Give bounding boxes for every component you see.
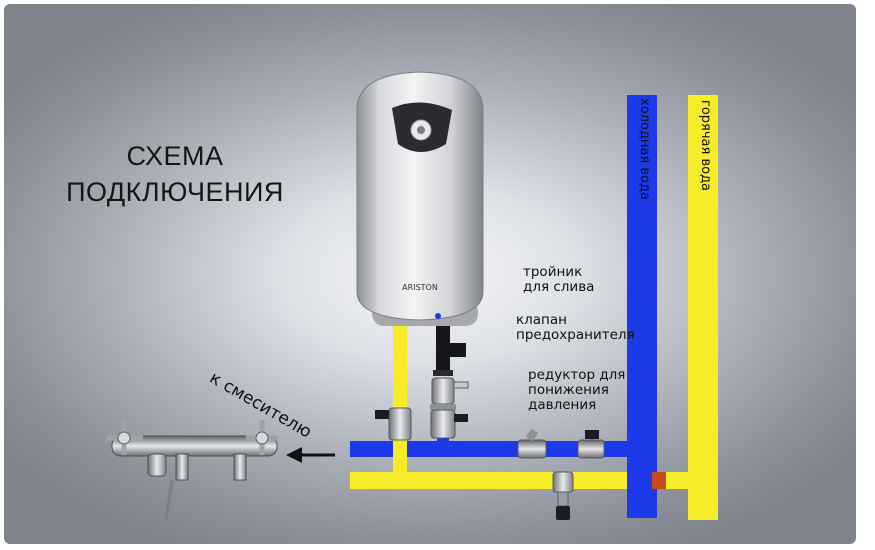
pressure-reducer-label: редуктор для понижения давления [528, 368, 625, 413]
hot-water-riser [688, 95, 718, 520]
reducer-label-line-2: понижения [528, 382, 609, 398]
riser-joint [652, 472, 666, 489]
hot-outlet-valve-icon [375, 407, 412, 441]
cold-water-label: холодная вода [637, 98, 652, 200]
pressure-reducer-icon [517, 428, 547, 459]
tee-label-line-2: для слива [523, 279, 595, 295]
valve-label-line-2: предохранителя [516, 327, 635, 343]
safety-valve-label: клапан предохранителя [516, 313, 635, 343]
title-line-2: ПОДКЛЮЧЕНИЯ [66, 177, 284, 207]
hot-pipe-crossing [393, 441, 407, 457]
tee-label-line-1: тройник [523, 264, 583, 280]
water-heater-icon: ARISTON [356, 71, 484, 326]
hot-water-network [350, 95, 718, 520]
reducer-label-line-1: редуктор для [528, 367, 626, 383]
cold-water-riser [627, 95, 657, 518]
title-line-1: СХЕМА [126, 141, 224, 171]
cold-line-valve-icon [577, 430, 605, 459]
safety-valve-icon [430, 377, 469, 410]
hot-water-horizontal-pipe [350, 472, 718, 489]
cold-water-horizontal-pipe [350, 441, 630, 457]
reducer-label-line-3: давления [528, 397, 597, 413]
diagram-title: СХЕМА ПОДКЛЮЧЕНИЯ [40, 138, 310, 210]
mixer-faucet-icon [106, 420, 278, 521]
cold-water-network [350, 95, 666, 518]
heater-brand: ARISTON [402, 283, 438, 292]
tee-drain-label: тройник для слива [523, 265, 594, 295]
valve-label-line-1: клапан [516, 312, 567, 328]
ball-valve-icon [430, 409, 468, 439]
tee-fitting-icon [433, 326, 466, 376]
drain-valve-icon [552, 471, 574, 520]
arrow-left-icon [286, 447, 335, 463]
hot-water-label: горячая вода [698, 100, 713, 192]
